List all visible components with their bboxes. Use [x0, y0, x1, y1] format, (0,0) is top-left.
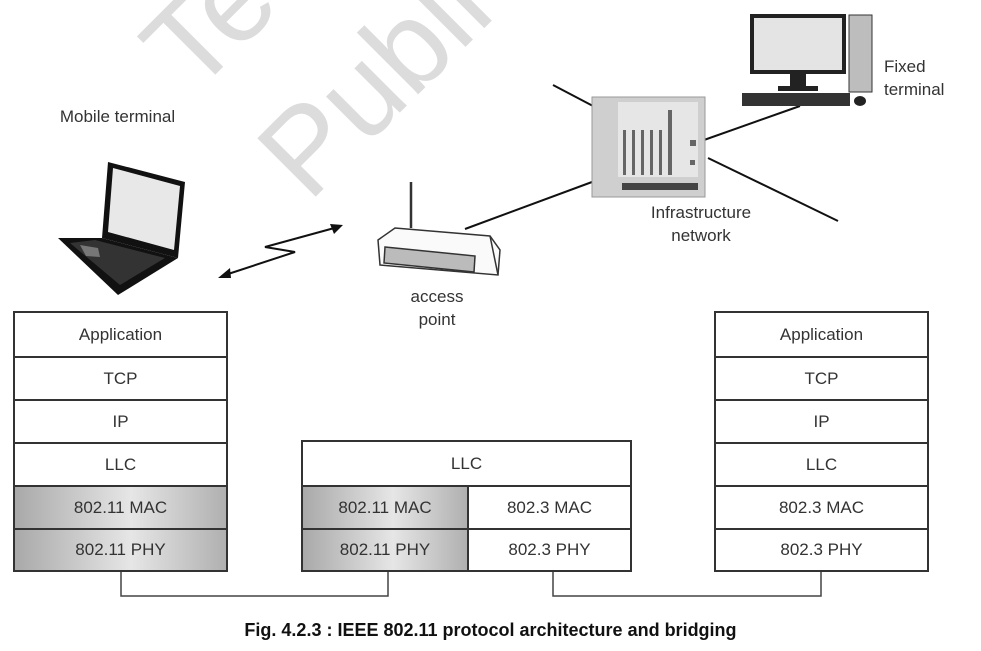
arrowhead-icon	[330, 224, 343, 234]
layer-80211-phy: 802.11 PHY	[303, 528, 467, 570]
layer-8023-phy: 802.3 PHY	[467, 528, 630, 570]
figure-caption: Fig. 4.2.3 : IEEE 802.11 protocol archit…	[244, 620, 737, 640]
layer-application: Application	[779, 324, 864, 344]
layer-8023-mac: 802.3 MAC	[467, 485, 630, 528]
access-point-label: access point	[387, 285, 487, 331]
mobile-terminal-label: Mobile terminal	[59, 107, 176, 126]
access-point-label-line2: point	[418, 310, 456, 329]
infrastructure-network-label: Infrastructure network	[636, 201, 766, 247]
layer-ip: IP	[15, 399, 226, 442]
infrastructure-rack-icon	[591, 96, 706, 198]
fixed-terminal-label-line2: terminal	[884, 80, 945, 99]
access-point-label-line1: access	[410, 287, 464, 306]
access-point-icon	[377, 182, 501, 276]
layer-llc: LLC	[450, 453, 483, 473]
wireless-link-arrow	[221, 226, 339, 277]
fixed-terminal-label: Fixed terminal	[884, 55, 944, 101]
layer-llc: LLC	[15, 442, 226, 485]
fixed-terminal-protocol-stack: Application TCP IP LLC 802.3 MAC 802.3 P…	[714, 311, 929, 572]
laptop-icon	[58, 162, 185, 295]
layer-8023-phy: 802.3 PHY	[716, 528, 927, 570]
arrowhead-icon	[218, 268, 231, 278]
layer-tcp: TCP	[716, 356, 927, 399]
layer-application: Application	[78, 324, 163, 344]
access-point-protocol-stack: LLC 802.11 MAC 802.11 PHY 802.3 MAC 802.…	[301, 440, 632, 572]
mobile-terminal-protocol-stack: Application TCP IP LLC 802.11 MAC 802.11…	[13, 311, 228, 572]
layer-8023-mac: 802.3 MAC	[716, 485, 927, 528]
layer-tcp: TCP	[15, 356, 226, 399]
layer-ip: IP	[716, 399, 927, 442]
network-cables	[464, 84, 839, 230]
fixed-terminal-label-line1: Fixed	[884, 57, 926, 76]
layer-80211-mac: 802.11 MAC	[303, 485, 467, 528]
infrastructure-label-line2: network	[671, 226, 731, 245]
desktop-computer-icon	[742, 14, 873, 106]
layer-80211-mac: 802.11 MAC	[15, 485, 226, 528]
layer-llc: LLC	[716, 442, 927, 485]
layer-80211-phy: 802.11 PHY	[15, 528, 226, 570]
infrastructure-label-line1: Infrastructure	[650, 203, 752, 222]
